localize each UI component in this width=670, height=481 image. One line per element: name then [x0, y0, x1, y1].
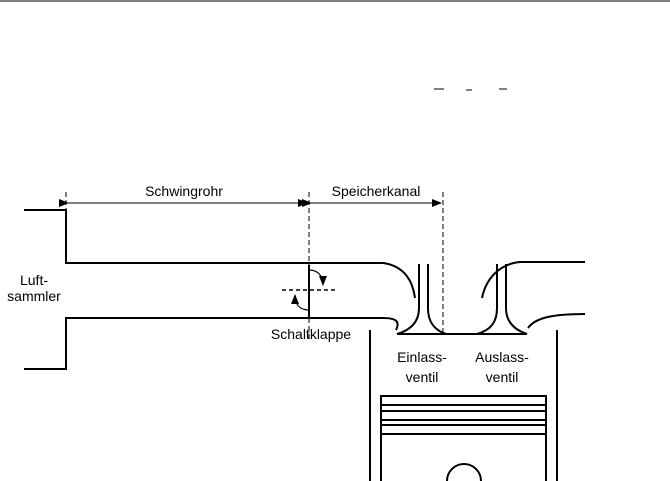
luftsammler-plenum: [24, 210, 383, 369]
piston-ring-2: [381, 411, 546, 420]
intake-port-walls: [383, 263, 415, 330]
piston-pin: [447, 464, 481, 481]
flap-rotation-arrow-upper: [309, 270, 323, 285]
auslassventil-label-line2: ventil: [486, 369, 519, 385]
einlassventil-label-line1: Einlass-: [397, 349, 447, 365]
einlassventil: [397, 264, 446, 334]
auslassventil-label-line1: Auslass-: [475, 349, 529, 365]
auslassventil: [477, 264, 527, 334]
speicherkanal-label: Speicherkanal: [332, 183, 421, 199]
piston: [381, 396, 546, 481]
luftsammler-label-line1: Luft-: [20, 272, 48, 288]
piston-ring-1: [381, 396, 546, 405]
schwingrohr-label: Schwingrohr: [145, 183, 223, 199]
luftsammler-label-line2: sammler: [7, 288, 61, 304]
einlassventil-label-line2: ventil: [406, 369, 439, 385]
dimension-extension-lines: [66, 192, 443, 338]
flap-rotation-arrow-lower: [295, 295, 309, 310]
piston-ring-3: [381, 425, 546, 434]
header-dashes: [434, 89, 507, 90]
schaltklappe-label: Schaltklappe: [271, 326, 351, 342]
